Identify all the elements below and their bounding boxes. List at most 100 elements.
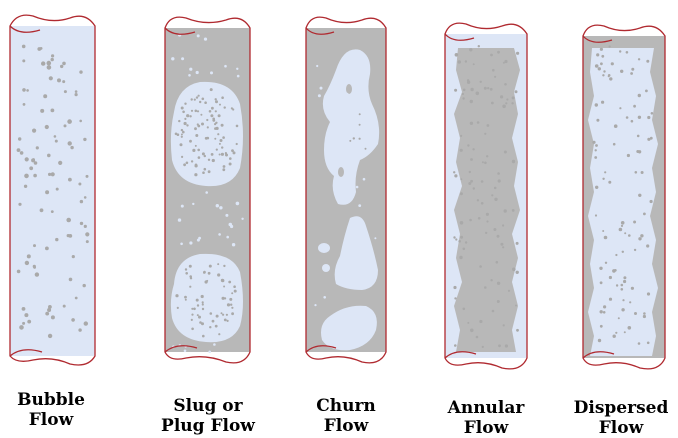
bubble-dot (470, 158, 473, 161)
pipe-slug-flow (165, 17, 250, 363)
bubble-dot (605, 262, 607, 264)
bubble-dot (634, 249, 636, 251)
bubble-dot (497, 300, 500, 303)
bubble-dot (511, 102, 513, 104)
bubble-dot (631, 287, 634, 290)
bubble-dot (634, 312, 637, 315)
bubble-dot (638, 342, 641, 345)
bubble-dot (51, 109, 55, 113)
bubble-dot (460, 149, 463, 152)
bubble-dot (204, 101, 207, 104)
slug-flow-taylor-bubble-lower (171, 254, 243, 342)
bubble-dot (638, 94, 641, 97)
bubble-dot (80, 200, 83, 203)
bubble-dot (191, 110, 193, 112)
bubble-dot (515, 90, 518, 93)
bubble-dot (194, 99, 196, 101)
bubble-dot (24, 313, 28, 317)
bubble-dot (453, 171, 455, 173)
bubble-dot (27, 320, 31, 324)
bubble-dot (189, 286, 191, 288)
bubble-dot (496, 261, 499, 264)
bubble-dot (497, 282, 500, 285)
bubble-dot (204, 38, 207, 41)
bubble-dot (230, 304, 232, 306)
bubble-dot (47, 308, 51, 312)
bubble-dot (188, 74, 191, 77)
caption-annular-flow-line2: Flow (440, 418, 532, 438)
bubble-dot (204, 168, 207, 171)
bubble-dot (595, 186, 598, 189)
bubble-dot (602, 178, 604, 180)
bubble-dot (78, 328, 81, 331)
bubble-dot (647, 116, 650, 119)
bubble-dot (351, 268, 354, 271)
bubble-dot (323, 296, 326, 299)
bubble-dot (196, 71, 199, 74)
bubble-dot (212, 118, 215, 121)
bubble-dot (231, 107, 233, 109)
bubble-dot (621, 284, 624, 287)
bubble-dot (516, 52, 519, 55)
bubble-dot (469, 48, 472, 51)
bubble-dot (638, 58, 640, 60)
caption-annular-flow: Annular Flow (440, 398, 532, 438)
bubble-dot (470, 100, 473, 103)
bubble-dot (601, 55, 604, 58)
bubble-dot (177, 307, 179, 309)
bubble-dot (206, 119, 208, 121)
bubble-dot (598, 339, 601, 342)
bubble-dot (453, 286, 456, 289)
bubble-dot (215, 122, 217, 124)
bubble-dot (316, 65, 318, 67)
bubble-dot (638, 194, 641, 197)
bubble-dot (595, 64, 599, 68)
bubble-dot (19, 325, 24, 330)
bubble-dot (482, 161, 484, 163)
bubble-dot (479, 265, 482, 268)
bubble-dot (633, 221, 636, 224)
bubble-dot (503, 324, 505, 326)
bubble-dot (68, 178, 72, 182)
bubble-dot (472, 148, 474, 150)
bubble-dot (197, 239, 200, 242)
bubble-dot (180, 143, 183, 146)
bubble-dot (237, 75, 240, 78)
caption-bubble-flow-line2: Flow (8, 410, 94, 430)
bubble-dot (467, 322, 469, 324)
bubble-dot (454, 174, 457, 177)
bubble-dot (192, 149, 195, 152)
bubble-dot (227, 320, 229, 322)
bubble-dot (51, 210, 54, 213)
bubble-dot (34, 161, 38, 165)
bubble-dot (220, 139, 223, 142)
bubble-dot (603, 305, 606, 308)
bubble-dot (609, 276, 612, 279)
bubble-dot (232, 243, 235, 246)
bubble-dot (45, 125, 49, 129)
bubble-dot (487, 87, 489, 89)
bubble-dot (480, 81, 482, 83)
bubble-dot (62, 80, 65, 83)
bubble-dot (621, 288, 624, 291)
bubble-dot (481, 180, 484, 183)
bubble-dot (193, 308, 196, 311)
bubble-dot (484, 133, 486, 135)
bubble-dot (189, 115, 191, 117)
bubble-dot (603, 70, 605, 72)
bubble-dot (618, 317, 620, 319)
bubble-dot (219, 206, 222, 209)
bubble-dot (189, 275, 192, 278)
bubble-dot (230, 225, 233, 228)
bubble-dot (54, 135, 57, 138)
bubble-dot (211, 153, 214, 156)
bubble-dot (229, 157, 232, 160)
bubble-dot (182, 111, 185, 114)
bubble-dot (213, 343, 216, 346)
churn-flow-gas-pocket-1 (346, 84, 352, 94)
bubble-dot (191, 308, 193, 310)
bubble-dot (498, 179, 501, 182)
bubble-dot (515, 305, 517, 307)
bubble-dot (343, 325, 345, 327)
bubble-dot (508, 290, 510, 292)
